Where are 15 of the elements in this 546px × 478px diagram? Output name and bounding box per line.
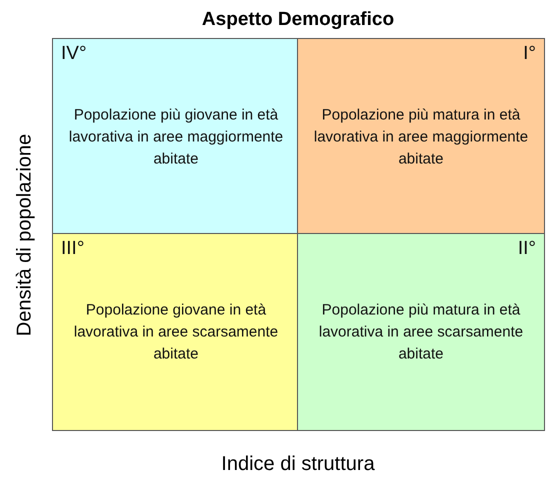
- x-axis-label: Indice di struttura: [220, 453, 376, 476]
- quadrant-box: [52, 38, 300, 236]
- quadrant-description: Popolazione giovane in età lavorativa in aree scarsamente abitate: [72, 300, 280, 364]
- quadrant-number: IV°: [61, 43, 87, 65]
- quadrant-box: [52, 233, 300, 431]
- quadrant-description: Popolazione più giovane in età lavorativa in aree maggiormente abitate: [68, 105, 284, 169]
- y-axis-label: Densità di popolazione: [14, 134, 36, 336]
- quadrant-number: I°: [523, 43, 536, 65]
- quadrant-number: II°: [518, 238, 536, 260]
- quadrant-box: [297, 233, 545, 431]
- quadrant-description: Popolazione più matura in età lavorativa in aree scarsamente abitate: [318, 300, 524, 364]
- quadrant-box: [297, 38, 545, 236]
- quadrant-description: Popolazione più matura in età lavorativa in aree maggiormente abitate: [312, 105, 530, 169]
- quadrant-number: III°: [61, 238, 84, 260]
- chart-title: Aspetto Demografico: [200, 9, 396, 31]
